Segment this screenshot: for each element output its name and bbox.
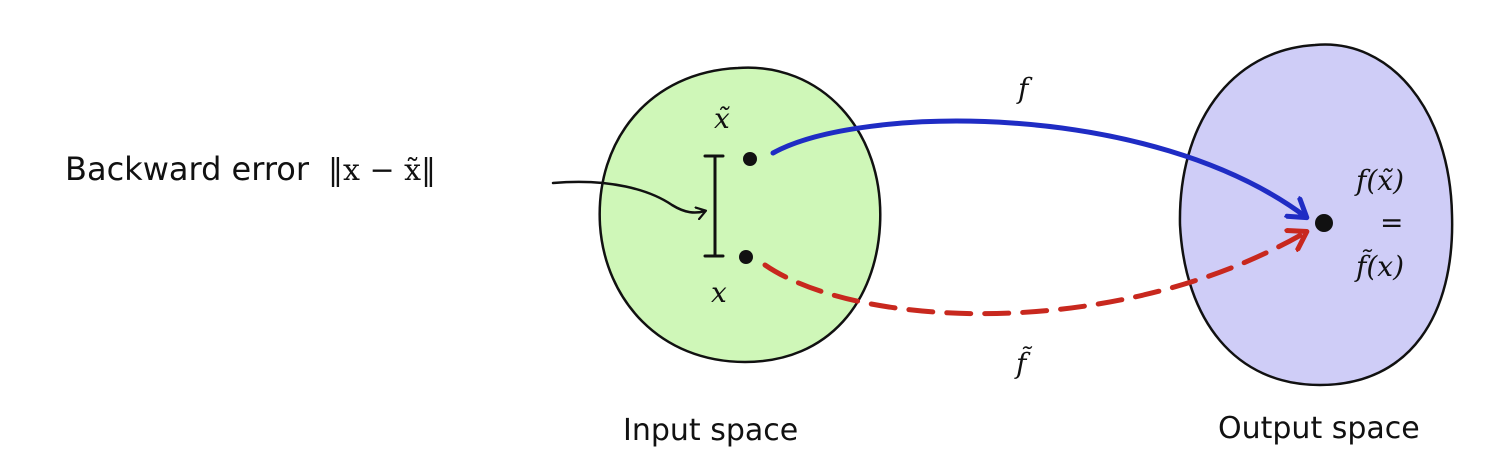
label-map-f: f [1016,72,1033,105]
output-space-label: Output space [1218,411,1420,446]
point-x [739,250,753,264]
input-space-label: Input space [623,413,798,448]
output-space-blob [1178,43,1454,387]
backward-error-arrow [551,180,705,213]
point-x-tilde [743,152,757,166]
backward-error-formula: ‖x − x̃‖ [328,153,436,188]
map-f-arrow [770,118,1306,217]
result-bottom: f̃(x) [1354,249,1404,283]
map-f-tilde-arrow [762,232,1306,317]
label-x-tilde: x̃ [714,102,730,135]
label-x: x [711,276,727,309]
result-top: f(x̃) [1354,164,1404,197]
input-space-blob [598,66,882,364]
backward-error-label: Backward error [65,150,310,188]
backward-error-bracket [703,154,725,258]
point-output [1315,214,1333,232]
result-equals: = [1380,206,1403,239]
label-map-f-tilde: f̃ [1014,346,1033,380]
